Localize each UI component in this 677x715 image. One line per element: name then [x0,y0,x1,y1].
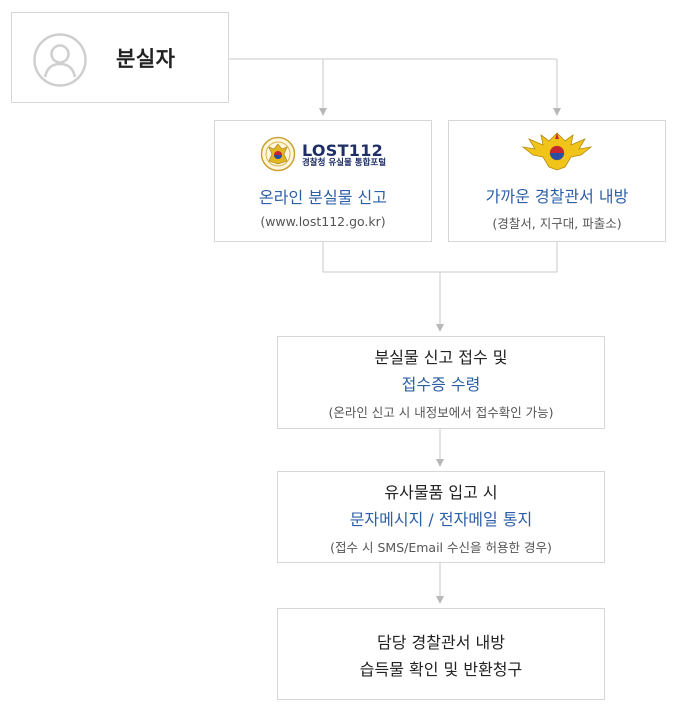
arrow-head-lost112 [319,108,327,116]
step2-line2: 문자메시지 / 전자메일 통지 [349,509,533,529]
lost-person-box: 분실자 [11,12,229,103]
police-emblem-icon [519,131,595,175]
online-report-title: 온라인 분실물 신고 [259,187,387,207]
step2-note: (접수 시 SMS/Email 수신을 허용한 경우) [330,539,552,555]
step3-line2: 습득물 확인 및 반환청구 [359,659,523,679]
step2-line1: 유사물품 입고 시 [384,482,498,502]
person-label: 분실자 [116,47,176,71]
step1-line1: 분실물 신고 접수 및 [374,348,508,367]
arrow-head-step2 [436,459,444,467]
step1-note: (온라인 신고 시 내정보에서 접수확인 가능) [328,405,554,420]
step1-line2: 접수증 수령 [401,375,481,394]
step-notification-box: 유사물품 입고 시 문자메시지 / 전자메일 통지 (접수 시 SMS/Emai… [277,471,605,563]
arrow-head-police [553,108,561,116]
police-visit-sub: (경찰서, 지구대, 파출소) [492,215,622,231]
lost112-subtitle: 경찰청 유실물 통합포털 [301,158,387,169]
online-report-url: (www.lost112.go.kr) [260,213,386,229]
lost112-logo: LOST112 경찰청 유실물 통합포털 [260,136,386,176]
online-report-box: LOST112 경찰청 유실물 통합포털 온라인 분실물 신고 (www.los… [214,120,432,242]
lost112-title: LOST112 [301,140,384,160]
user-icon [33,33,87,91]
police-visit-title: 가까운 경찰관서 내방 [485,186,629,206]
arrow-head-step1 [436,324,444,332]
step-visit-claim-box: 담당 경찰관서 내방 습득물 확인 및 반환청구 [277,608,605,700]
police-visit-box: 가까운 경찰관서 내방 (경찰서, 지구대, 파출소) [448,120,666,242]
step-report-received-box: 분실물 신고 접수 및 접수증 수령 (온라인 신고 시 내정보에서 접수확인 … [277,336,605,429]
police-emblem-icon [260,136,296,176]
step3-line1: 담당 경찰관서 내방 [377,632,505,652]
arrow-head-step3 [436,596,444,604]
